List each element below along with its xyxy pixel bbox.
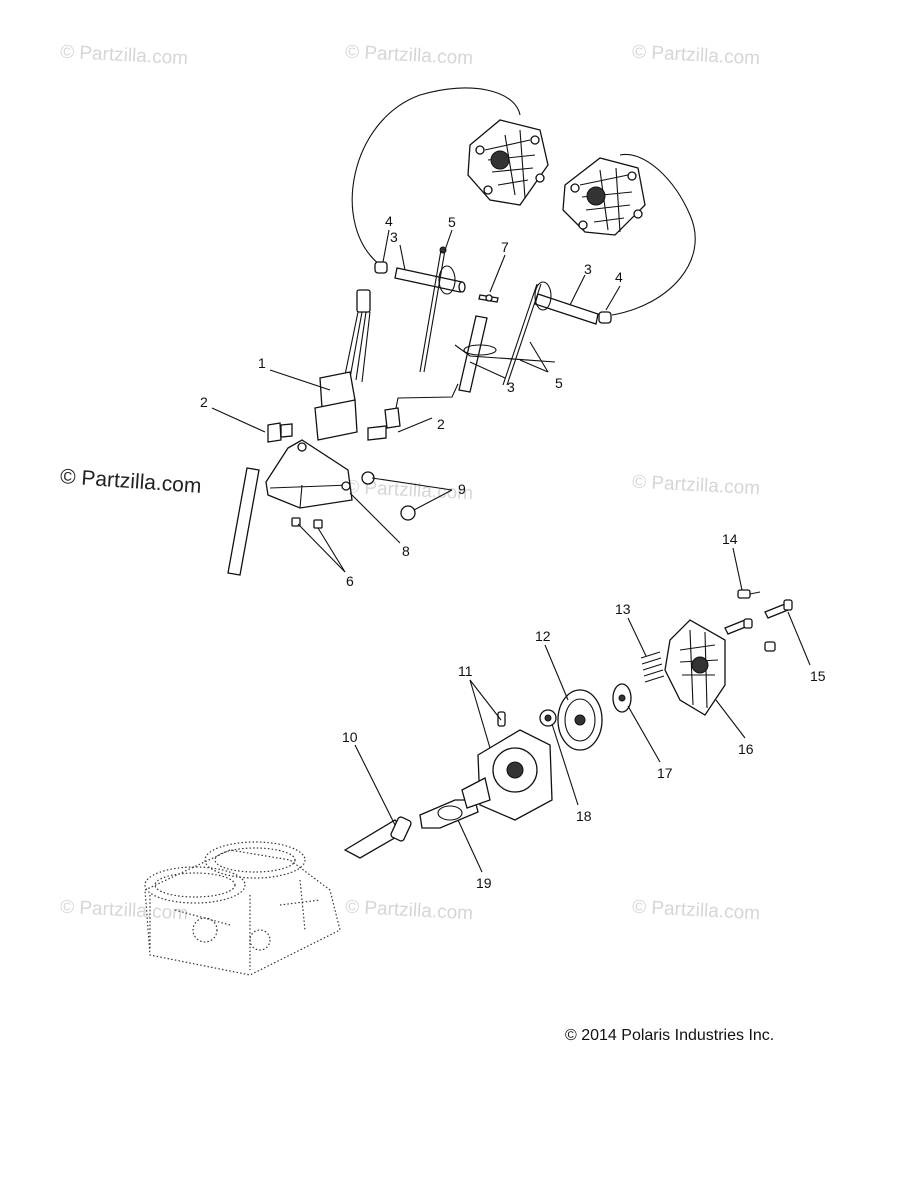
screw-middle-icon xyxy=(724,618,753,635)
screw-lower-icon xyxy=(764,641,776,652)
callout-19: 19 xyxy=(476,875,492,891)
fitting-icon xyxy=(478,294,499,303)
check-valve-icon xyxy=(539,709,557,727)
callout-13: 13 xyxy=(615,601,631,617)
callout-5: 5 xyxy=(555,375,563,391)
screw-right-icon xyxy=(764,599,793,619)
hose-loop-left xyxy=(351,87,521,266)
leader-lines xyxy=(211,229,811,873)
callout-8: 8 xyxy=(402,543,410,559)
hose-upper-right-icon xyxy=(534,293,599,325)
callout-14: 14 xyxy=(722,531,738,547)
bracket-icon xyxy=(265,439,353,509)
engine-block-icon xyxy=(144,841,341,976)
elbow-right-icon xyxy=(367,407,401,441)
callout-15: 15 xyxy=(810,668,826,684)
diaphragm-icon xyxy=(557,689,603,751)
hose-loop-right xyxy=(611,153,696,316)
copyright-notice: © 2014 Polaris Industries Inc. xyxy=(565,1027,775,1044)
screw-upper-icon xyxy=(737,589,761,599)
gasket-icon xyxy=(419,799,479,829)
carburetor-right-icon xyxy=(562,157,646,236)
grommet-lower-icon xyxy=(400,505,416,521)
callout-2: 2 xyxy=(437,416,445,432)
callout-4: 4 xyxy=(385,213,393,229)
callout-5: 5 xyxy=(448,214,456,230)
clamp-left-icon xyxy=(419,246,456,373)
cap-left-icon xyxy=(374,261,388,274)
callout-3: 3 xyxy=(507,379,515,395)
callout-11: 11 xyxy=(458,663,473,679)
spring-icon xyxy=(640,651,665,683)
actuator-icon xyxy=(314,289,371,441)
cap-right-icon xyxy=(598,311,612,324)
plate-icon xyxy=(612,683,632,713)
callout-1: 1 xyxy=(258,355,266,371)
callout-18: 18 xyxy=(576,808,592,824)
callout-10: 10 xyxy=(342,729,358,745)
callout-9: 9 xyxy=(458,481,466,497)
pump-body-icon xyxy=(461,711,553,821)
pump-cover-icon xyxy=(664,619,726,716)
callout-3: 3 xyxy=(390,229,398,245)
callout-16: 16 xyxy=(738,741,754,757)
callout-3: 3 xyxy=(584,261,592,277)
callout-4: 4 xyxy=(615,269,623,285)
tube-long-icon xyxy=(227,467,260,576)
callout-17: 17 xyxy=(657,765,673,781)
callout-6: 6 xyxy=(346,573,354,589)
screws-icon xyxy=(291,517,323,529)
cable xyxy=(395,383,459,409)
callout-2: 2 xyxy=(200,394,208,410)
elbow-left-icon xyxy=(267,422,293,443)
callout-7: 7 xyxy=(501,239,509,255)
callouts: 1 2 2 3 3 3 4 4 5 5 6 7 8 9 10 11 12 13 … xyxy=(200,213,826,891)
clamp-right-icon xyxy=(502,281,552,386)
callout-12: 12 xyxy=(535,628,551,644)
pipe-fitting-icon xyxy=(343,816,412,859)
clamp-lower-icon xyxy=(454,344,556,363)
carburetor-left-icon xyxy=(467,119,549,206)
